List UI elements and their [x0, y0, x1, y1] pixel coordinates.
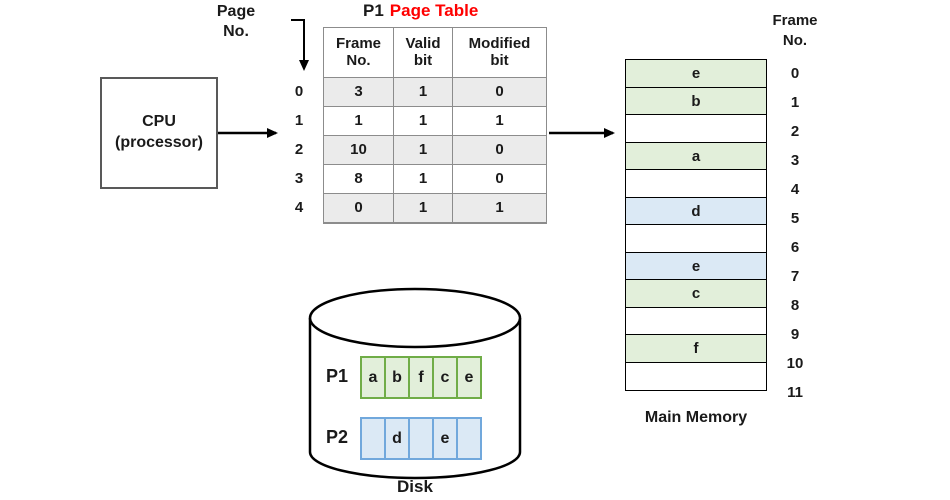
- disk-cell: b: [384, 356, 410, 399]
- table-cell-modified: 0: [453, 78, 546, 107]
- memory-frame-5: d: [625, 196, 767, 226]
- memory-frame-2: [625, 114, 767, 143]
- disk-p1-cells: a b f c e: [360, 356, 482, 399]
- frame-number: 11: [787, 384, 803, 401]
- frame-number: 1: [790, 94, 800, 111]
- table-cell-valid: 1: [394, 78, 453, 107]
- table-cell-frame: 8: [324, 165, 394, 194]
- table-cell-valid: 1: [394, 194, 453, 223]
- disk-p1-label: P1: [326, 366, 349, 386]
- frame-content: e: [691, 65, 701, 82]
- frame-content: c: [691, 285, 701, 302]
- table-cell-frame: 3: [324, 78, 394, 107]
- table-cell-valid: 1: [394, 136, 453, 165]
- disk-label: Disk: [397, 477, 433, 496]
- disk-cell: a: [360, 356, 386, 399]
- frame-number: 7: [790, 268, 800, 285]
- frame-content: a: [691, 147, 701, 165]
- page-index-column: 0 1 2 3 4: [283, 27, 315, 222]
- memory-frame-9: [625, 306, 767, 336]
- page-table-title-text: Page Table: [389, 1, 479, 20]
- frame-content: d: [691, 202, 701, 220]
- memory-frame-4: [625, 169, 767, 198]
- frame-number-column: 0 1 2 3 4 5 6 7 8 9 10 11: [775, 59, 815, 407]
- frame-number: 10: [786, 355, 804, 372]
- frame-number: 6: [790, 239, 800, 256]
- frame-content: b: [691, 92, 701, 110]
- frame-number: 4: [790, 181, 800, 198]
- main-memory-label: Main Memory: [644, 409, 748, 426]
- table-cell-valid: 1: [394, 107, 453, 136]
- memory-frame-11: [625, 361, 767, 391]
- disk-cell: d: [384, 417, 410, 460]
- table-cell-valid: 1: [394, 165, 453, 194]
- page-index-spacer: [283, 27, 315, 77]
- disk-cell: f: [408, 356, 434, 399]
- memory-frame-1: b: [625, 86, 767, 116]
- table-cell-frame: 0: [324, 194, 394, 223]
- table-cell-modified: 1: [453, 107, 546, 136]
- frame-number: 5: [790, 210, 800, 227]
- frame-number: 0: [790, 65, 800, 82]
- page-index: 0: [294, 83, 304, 100]
- memory-frame-0: e: [625, 59, 767, 88]
- table-cell-modified: 0: [453, 136, 546, 165]
- page-table-title: P1 Page Table: [363, 1, 478, 21]
- frame-content: e: [691, 257, 701, 275]
- frame-number: 8: [790, 297, 800, 314]
- disk-p2-label: P2: [326, 427, 349, 447]
- table-cell-frame: 1: [324, 107, 394, 136]
- disk-cell: [360, 417, 386, 460]
- table-cell-modified: 1: [453, 194, 546, 223]
- page-index: 3: [294, 170, 304, 187]
- disk-p2-cells: d e: [360, 417, 482, 460]
- table-cell-modified: 0: [453, 165, 546, 194]
- disk-cell: [408, 417, 434, 460]
- frame-number: 9: [790, 326, 800, 343]
- frame-content: f: [693, 340, 699, 357]
- cpu-label-line1: CPU: [142, 113, 176, 131]
- page-index: 2: [294, 141, 304, 158]
- disk-cell: e: [456, 356, 482, 399]
- disk-cell: [456, 417, 482, 460]
- frame-number: 2: [790, 123, 800, 140]
- table-cell-frame: 10: [324, 136, 394, 165]
- memory-frame-10: f: [625, 334, 767, 363]
- main-memory: e b a d e c f: [625, 59, 767, 391]
- disk-cell: c: [432, 356, 458, 399]
- cpu-label-line2: (processor): [114, 134, 204, 151]
- page-index: 4: [294, 199, 304, 216]
- memory-frame-3: a: [625, 141, 767, 171]
- memory-frame-7: e: [625, 251, 767, 281]
- page-table-title-prefix: P1: [363, 1, 384, 20]
- memory-frame-6: [625, 224, 767, 253]
- cpu-box: CPU (processor): [100, 77, 218, 189]
- frame-number: 3: [790, 152, 800, 169]
- memory-frame-8: c: [625, 279, 767, 308]
- page-index: 1: [294, 112, 304, 129]
- page-no-label: Page No.: [216, 3, 256, 40]
- disk-cell: e: [432, 417, 458, 460]
- frame-no-label: Frame No.: [772, 12, 818, 49]
